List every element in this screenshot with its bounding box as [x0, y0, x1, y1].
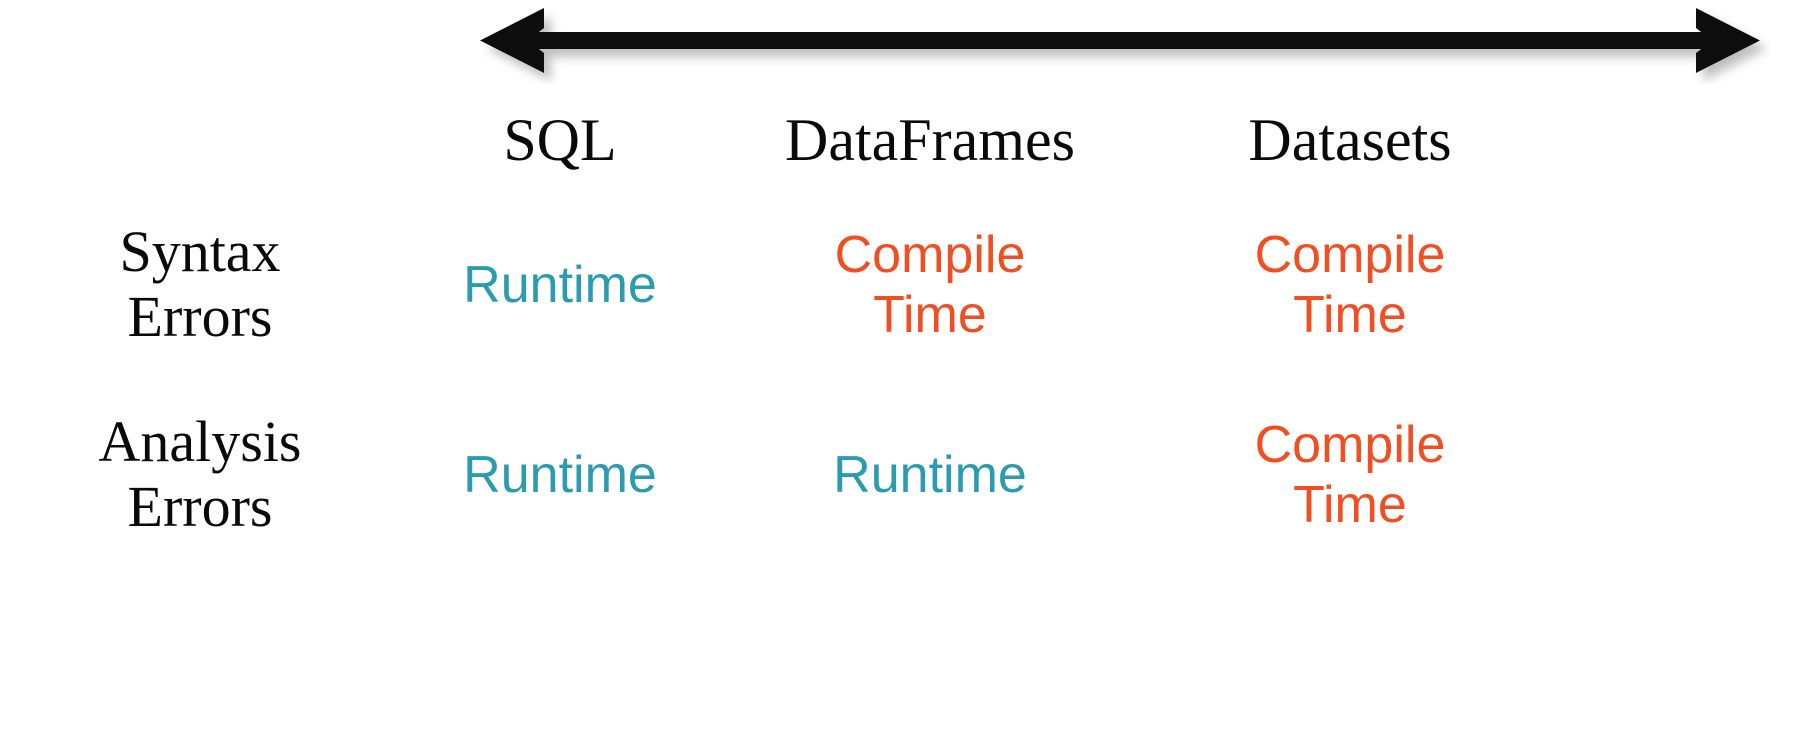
grid-corner-blank: [200, 140, 201, 141]
row-header-analysis-errors: Analysis Errors: [98, 409, 302, 540]
comparison-grid: SQL DataFrames Datasets Syntax Errors Ru…: [0, 90, 1804, 750]
row-header-syntax-errors: Syntax Errors: [119, 219, 281, 350]
column-header-sql: SQL: [503, 106, 617, 173]
cell-text-line-1: Runtime: [463, 445, 657, 504]
arrow-shape: [480, 8, 1760, 73]
cell-analysis-sql: Runtime: [463, 445, 657, 505]
cell-text-line-1: Runtime: [833, 445, 1027, 504]
cell-text-line-1: Compile: [834, 225, 1026, 284]
row-header-line-1: Analysis: [98, 409, 302, 475]
cell-analysis-dataframes: Runtime: [833, 445, 1027, 505]
column-header-dataframes: DataFrames: [785, 106, 1075, 173]
row-header-line-1: Syntax: [119, 219, 281, 285]
row-header-line-2: Errors: [127, 474, 273, 539]
cell-syntax-sql: Runtime: [463, 255, 657, 315]
cell-syntax-dataframes: Compile Time: [835, 225, 1026, 346]
cell-text-line-1: Runtime: [463, 255, 657, 314]
cell-text-line-2: Time: [1293, 476, 1407, 534]
row-header-line-2: Errors: [127, 284, 273, 349]
cell-text-line-1: Compile: [1254, 225, 1446, 284]
cell-text-line-2: Time: [1293, 286, 1407, 344]
cell-text-line-1: Compile: [1254, 415, 1446, 474]
cell-analysis-datasets: Compile Time: [1255, 415, 1446, 536]
cell-syntax-datasets: Compile Time: [1255, 225, 1446, 346]
column-header-datasets: Datasets: [1248, 106, 1452, 173]
double-headed-arrow: [470, 4, 1770, 84]
cell-text-line-2: Time: [873, 286, 987, 344]
